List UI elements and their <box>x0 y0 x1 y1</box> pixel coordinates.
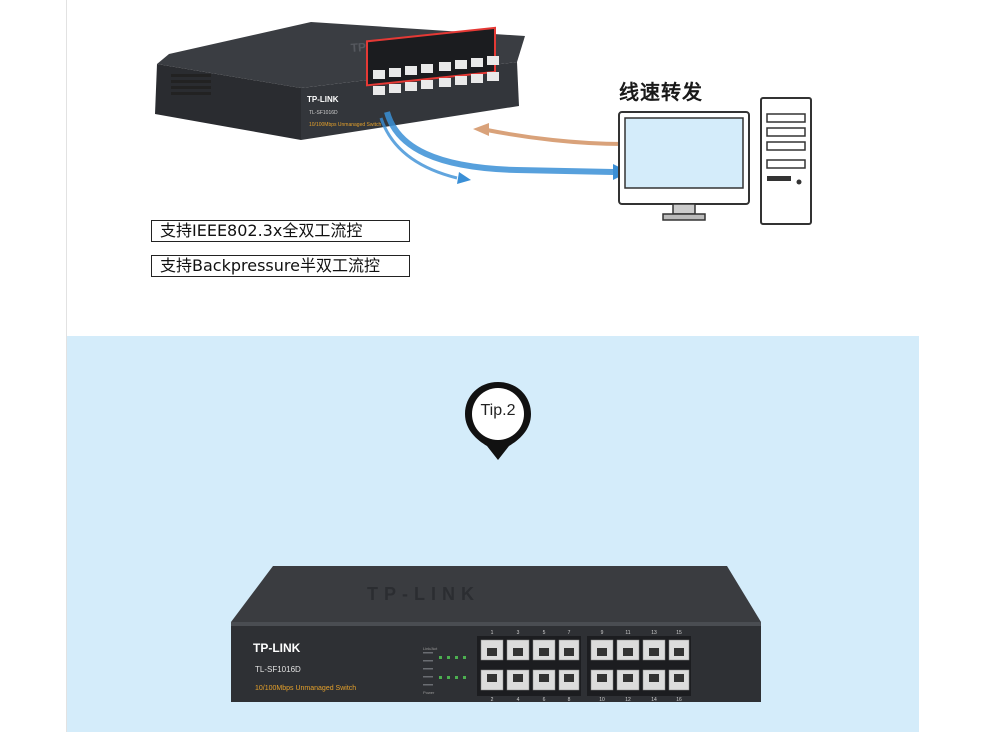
bottom-section: Tip.2 TP-LINK TP-LINK TL-SF1016D 10/100M… <box>67 336 919 732</box>
tip-label: Tip.2 <box>480 402 516 419</box>
feature-item-half-duplex: 支持Backpressure半双工流控 <box>151 255 410 277</box>
map-pin-icon <box>465 382 531 460</box>
feature-title: 线速转发 <box>619 80 703 104</box>
page-frame: TP-LINK TP-LINK TL-SF1016D 10/100Mbps Un… <box>66 0 919 732</box>
forwarding-arrows <box>379 111 629 184</box>
port-number: 9 <box>601 630 604 636</box>
led-label: Power <box>423 690 435 695</box>
port-number: 16 <box>676 697 682 703</box>
port-number: 11 <box>625 630 630 636</box>
port-number: 8 <box>568 697 571 703</box>
switch-large-image: TP-LINK TP-LINK TL-SF1016D 10/100Mbps Un… <box>231 566 761 732</box>
port-number: 2 <box>491 697 494 703</box>
port-number: 1 <box>491 630 494 636</box>
port-number: 5 <box>543 630 546 636</box>
port-number: 6 <box>543 697 546 703</box>
port-number: 12 <box>625 697 631 703</box>
port-number: 10 <box>599 697 605 703</box>
switch-small-model: TL-SF1016D <box>309 110 338 116</box>
feature-item-full-duplex: 支持IEEE802.3x全双工流控 <box>151 220 410 242</box>
switch-large-subtitle: 10/100Mbps Unmanaged Switch <box>255 685 356 692</box>
computer-icon <box>618 97 812 225</box>
port-number: 15 <box>676 630 682 636</box>
port-number: 13 <box>651 630 657 636</box>
switch-large-model: TL-SF1016D <box>255 665 301 674</box>
switch-small-image: TP-LINK TP-LINK TL-SF1016D 10/100Mbps Un… <box>155 22 525 140</box>
tip-marker: Tip.2 <box>463 380 533 464</box>
port-number: 7 <box>568 630 571 636</box>
switch-small-subtitle: 10/100Mbps Unmanaged Switch <box>309 122 381 128</box>
led-label: Link/Act <box>423 646 438 651</box>
switch-small-brand: TP-LINK <box>307 95 339 104</box>
svg-text:TP-LINK: TP-LINK <box>367 584 480 604</box>
port-number: 14 <box>651 697 657 703</box>
port-number: 4 <box>517 697 520 703</box>
port-number: 3 <box>517 630 520 636</box>
switch-large-brand: TP-LINK <box>253 641 301 655</box>
top-section: TP-LINK TP-LINK TL-SF1016D 10/100Mbps Un… <box>67 0 919 336</box>
